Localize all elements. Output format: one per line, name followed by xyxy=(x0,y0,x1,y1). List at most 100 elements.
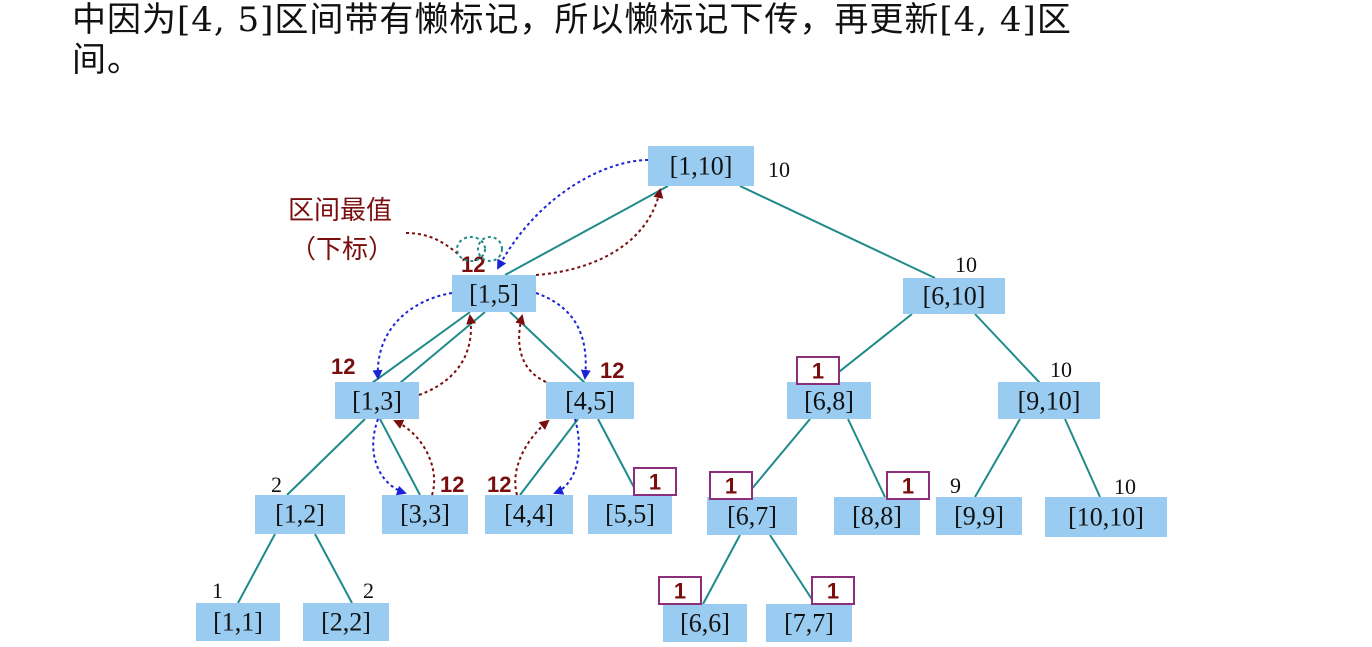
arrow-4-5-to-4-4 xyxy=(553,418,580,495)
edge-1-10-to-6-10 xyxy=(739,185,936,279)
edge-1-3-to-1-2 xyxy=(286,418,366,496)
node-label: [1,10] xyxy=(670,152,733,181)
node-label: [6,6] xyxy=(680,609,730,638)
value-2-2: 2 xyxy=(363,578,374,603)
arrow-1-5-to-1-10 xyxy=(535,188,664,276)
annotation-circle-2 xyxy=(477,236,503,262)
annotation-line-1: 区间最值 xyxy=(288,196,392,226)
node-values: 10 12 10 12 12 10 2 12 12 9 10 1 2 xyxy=(212,157,1136,603)
pushdown-arrows xyxy=(372,159,649,496)
edge-1-5-to-1-3 xyxy=(371,311,471,384)
node-1-3: [1,3] xyxy=(335,382,419,419)
lazy-value: 1 xyxy=(827,579,839,604)
node-6-6: [6,6] xyxy=(663,604,747,642)
annotation-line-2: （下标） xyxy=(290,235,394,265)
arrow-1-5-to-1-3 xyxy=(372,292,453,380)
value-1-3: 12 xyxy=(331,354,355,379)
lazy-tag-8-8: 1 xyxy=(886,471,930,500)
edge-1-3-to-3-3 xyxy=(379,418,421,496)
node-label: [6,8] xyxy=(804,387,854,416)
node-4-5: [4,5] xyxy=(546,382,634,419)
edge-9-10-to-9-9 xyxy=(974,418,1021,498)
node-label: [4,4] xyxy=(504,500,554,529)
lazy-tag-6-7: 1 xyxy=(709,471,753,500)
lazy-value: 1 xyxy=(725,474,737,499)
paragraph-line-2: 间。 xyxy=(72,40,142,80)
arrow-1-10-to-1-5 xyxy=(497,159,649,270)
node-label: [9,10] xyxy=(1018,387,1081,416)
edge-9-10-to-10-10 xyxy=(1064,418,1101,498)
lazy-value: 1 xyxy=(812,359,824,384)
node-6-7: [6,7] xyxy=(707,497,797,535)
node-label: [5,5] xyxy=(605,500,655,529)
node-8-8: [8,8] xyxy=(834,497,920,535)
node-label: [3,3] xyxy=(400,500,450,529)
arrow-1-5-to-4-5 xyxy=(535,292,591,380)
node-1-5: [1,5] xyxy=(452,275,536,312)
annotation-pointer xyxy=(405,232,459,255)
node-9-10: [9,10] xyxy=(998,382,1100,419)
node-label: [6,10] xyxy=(923,282,986,311)
description-paragraph: 中因为[4, 5]区间带有懒标记，所以懒标记下传，再更新[4, 4]区 间。 xyxy=(72,0,1302,80)
edge-1-2-to-2-2 xyxy=(314,533,353,604)
node-6-10: [6,10] xyxy=(903,278,1005,314)
value-1-1: 1 xyxy=(212,578,223,603)
edge-6-10-to-9-10 xyxy=(974,313,1041,384)
node-4-4: [4,4] xyxy=(485,495,573,534)
edge-6-8-to-6-7 xyxy=(744,418,811,498)
node-label: [4,5] xyxy=(565,387,615,416)
paragraph-line-1: 中因为[4, 5]区间带有懒标记，所以懒标记下传，再更新[4, 4]区 xyxy=(72,0,1072,40)
edge-6-8-to-8-8 xyxy=(847,418,886,498)
node-label: [8,8] xyxy=(852,502,902,531)
node-label: [1,3] xyxy=(352,387,402,416)
edge-1-5-to-4-5 xyxy=(509,311,586,384)
edge-4-5-to-4-4 xyxy=(519,418,579,496)
lazy-value: 1 xyxy=(902,474,914,499)
edge-6-7-to-7-7 xyxy=(769,534,816,605)
value-1-2: 2 xyxy=(271,472,282,497)
node-7-7: [7,7] xyxy=(766,604,852,642)
value-10-10: 10 xyxy=(1114,474,1136,499)
node-label: [6,7] xyxy=(727,502,777,531)
node-label: [1,2] xyxy=(275,500,325,529)
node-6-8: [6,8] xyxy=(787,382,871,419)
tree-nodes: [1,10] [1,5] [6,10] [1,3] [4,5] [6,8] [9… xyxy=(196,146,1167,642)
value-4-4: 12 xyxy=(487,472,511,497)
update-arrows xyxy=(393,188,664,496)
arrow-4-4-to-4-5 xyxy=(514,419,550,496)
edge-1-5-to-1-3-b xyxy=(399,311,486,384)
arrow-1-3-to-1-5 xyxy=(418,314,477,396)
value-9-10: 10 xyxy=(1050,357,1072,382)
value-9-9: 9 xyxy=(950,473,961,498)
lazy-value: 1 xyxy=(674,579,686,604)
annotation-circle xyxy=(456,236,486,262)
range-max-annotation: 区间最值 （下标） xyxy=(288,196,503,265)
arrow-1-3-to-3-3 xyxy=(372,418,407,496)
node-3-3: [3,3] xyxy=(382,495,468,534)
lazy-tag-6-6: 1 xyxy=(658,576,702,605)
node-label: [2,2] xyxy=(321,608,371,637)
node-5-5: [5,5] xyxy=(588,495,672,534)
node-label: [1,1] xyxy=(213,608,263,637)
node-label: [9,9] xyxy=(954,502,1004,531)
value-1-10: 10 xyxy=(768,157,790,182)
lazy-tag-7-7: 1 xyxy=(811,576,855,605)
value-6-10: 10 xyxy=(955,252,977,277)
node-9-9: [9,9] xyxy=(936,497,1022,535)
value-4-5: 12 xyxy=(600,358,624,383)
node-10-10: [10,10] xyxy=(1045,497,1167,537)
edge-4-5-to-5-5 xyxy=(597,418,639,496)
node-label: [7,7] xyxy=(784,609,834,638)
node-1-1: [1,1] xyxy=(196,603,280,641)
arrow-3-3-to-1-3 xyxy=(393,419,436,496)
node-label: [1,5] xyxy=(469,280,519,309)
node-2-2: [2,2] xyxy=(303,603,389,641)
edge-1-2-to-1-1 xyxy=(237,533,276,604)
value-3-3: 12 xyxy=(440,472,464,497)
lazy-tag-6-8: 1 xyxy=(796,356,840,385)
lazy-value: 1 xyxy=(649,470,661,495)
edge-1-10-to-1-5 xyxy=(504,185,669,276)
node-label: [10,10] xyxy=(1068,503,1144,532)
node-1-2: [1,2] xyxy=(255,495,345,534)
